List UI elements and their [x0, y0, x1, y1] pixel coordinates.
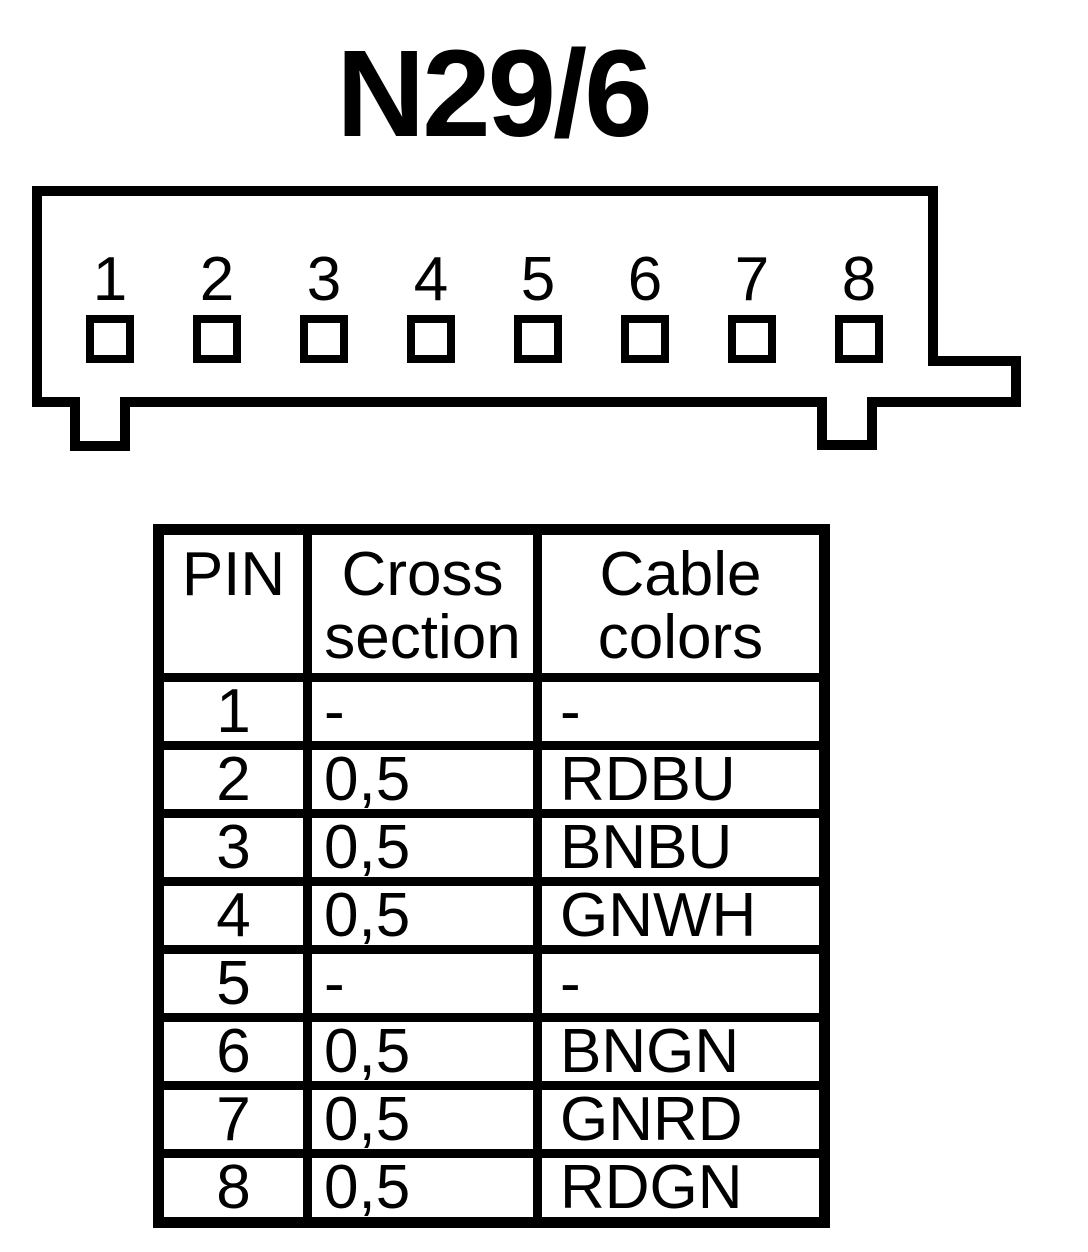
pin-number-label: 1	[93, 245, 127, 314]
pin-cell: 3	[154, 809, 312, 886]
table-row: 7 0,5 GNRD	[154, 1081, 829, 1158]
pin-cell: 5	[154, 945, 312, 1022]
cable-color-cell: BNBU	[533, 809, 829, 886]
cable-color-cell: BNGN	[533, 1013, 829, 1090]
header-row: PIN Cross section Cable colors	[154, 525, 829, 682]
cable-color-cell: RDGN	[533, 1149, 829, 1227]
col-header-pin: PIN	[154, 525, 312, 682]
cross-section-cell: -	[303, 945, 542, 1022]
table-row: 8 0,5 RDGN	[154, 1149, 829, 1227]
pin-number-label: 4	[414, 245, 448, 314]
col-header-cable-colors: Cable colors	[533, 525, 829, 682]
page-title: N29/6	[336, 26, 652, 163]
pin-cell: 2	[154, 741, 312, 818]
pin-slot-3	[300, 315, 348, 363]
cable-color-cell: GNRD	[533, 1081, 829, 1158]
table-row: 5 - -	[154, 945, 829, 1022]
pin-number-label: 8	[842, 245, 876, 314]
table-row: 2 0,5 RDBU	[154, 741, 829, 818]
pin-number-label: 2	[200, 245, 234, 314]
cable-color-cell: GNWH	[533, 877, 829, 954]
cable-color-cell: -	[533, 945, 829, 1022]
pin-slot-1	[86, 315, 134, 363]
cross-section-cell: -	[303, 673, 542, 750]
pin-number-label: 3	[307, 245, 341, 314]
table-row: 3 0,5 BNBU	[154, 809, 829, 886]
pin-slot-6	[621, 315, 669, 363]
cross-section-cell: 0,5	[303, 877, 542, 954]
col-header-cross-section: Cross section	[303, 525, 542, 682]
pin-slot-5	[514, 315, 562, 363]
pin-cell: 8	[154, 1149, 312, 1227]
pin-cell: 7	[154, 1081, 312, 1158]
pinout-table: PIN Cross section Cable colors 1 - - 2 0…	[153, 524, 830, 1228]
cable-color-cell: RDBU	[533, 741, 829, 818]
pin-slot-8	[835, 315, 883, 363]
cross-section-cell: 0,5	[303, 1013, 542, 1090]
pin-slot-2	[193, 315, 241, 363]
pin-slot-7	[728, 315, 776, 363]
pin-cell: 1	[154, 673, 312, 750]
connector-outline	[32, 186, 1021, 451]
pin-number-label: 5	[521, 245, 555, 314]
pin-cell: 4	[154, 877, 312, 954]
pin-cell: 6	[154, 1013, 312, 1090]
table-row: 1 - -	[154, 673, 829, 750]
cross-section-cell: 0,5	[303, 741, 542, 818]
cross-section-cell: 0,5	[303, 1149, 542, 1227]
connector-diagram: 1 2 3 4 5 6 7 8	[32, 186, 1021, 451]
pin-slot-4	[407, 315, 455, 363]
table-row: 4 0,5 GNWH	[154, 877, 829, 954]
pin-number-label: 7	[735, 245, 769, 314]
table-row: 6 0,5 BNGN	[154, 1013, 829, 1090]
pin-number-label: 6	[628, 245, 662, 314]
cable-color-cell: -	[533, 673, 829, 750]
cross-section-cell: 0,5	[303, 809, 542, 886]
cross-section-cell: 0,5	[303, 1081, 542, 1158]
